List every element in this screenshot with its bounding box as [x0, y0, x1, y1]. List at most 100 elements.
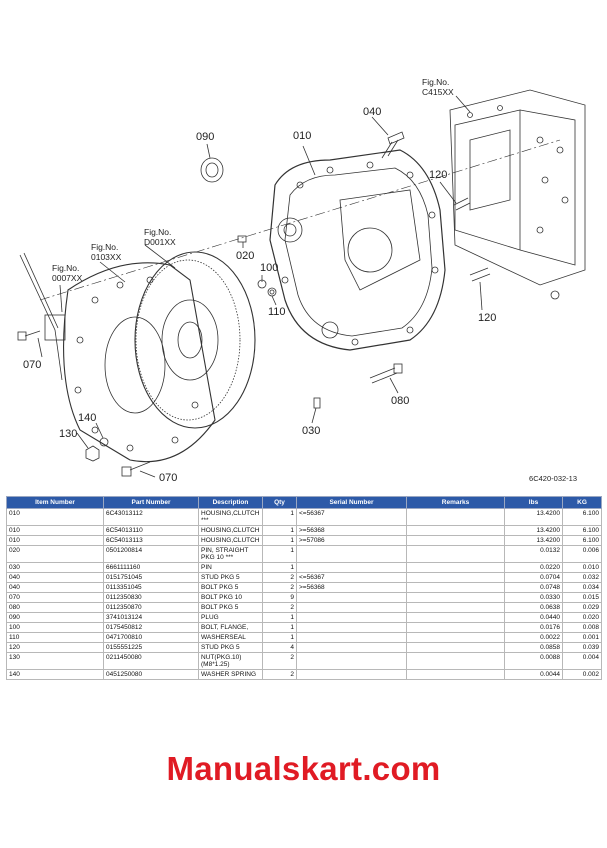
callout-120-upper: 120: [429, 169, 448, 181]
cell-remarks: [406, 545, 505, 563]
drawing-code: 6C420-032-13: [529, 474, 577, 483]
cell-qty: 2: [262, 602, 297, 613]
cell-kg: 0.004: [562, 652, 602, 670]
cell-item-number: 010: [6, 535, 104, 546]
cell-kg: 0.010: [562, 562, 602, 573]
figref-0103: Fig.No. 0103XX: [91, 242, 121, 262]
callout-070-left: 070: [23, 359, 42, 371]
cell-part-number: 0112350870: [103, 602, 199, 613]
figref-c415-code: C415XX: [422, 87, 454, 97]
cell-item-number: 120: [6, 642, 104, 653]
cell-remarks: [406, 592, 505, 603]
cell-remarks: [406, 572, 505, 583]
cell-lbs: 0.0132: [504, 545, 563, 563]
callout-130: 130: [59, 428, 78, 440]
cell-description: WASHER SPRING: [198, 669, 263, 680]
cell-lbs: 0.0220: [504, 562, 563, 573]
callout-020: 020: [236, 250, 255, 262]
callout-120-lower: 120: [478, 312, 497, 324]
cell-serial-number: [296, 622, 407, 633]
cell-part-number: 6C43013112: [103, 508, 199, 526]
cell-lbs: 0.0022: [504, 632, 563, 643]
cell-item-number: 070: [6, 592, 104, 603]
cell-description: BOLT, FLANGE,: [198, 622, 263, 633]
cell-kg: 0.002: [562, 669, 602, 680]
cell-qty: 1: [262, 632, 297, 643]
cell-serial-number: >=57086: [296, 535, 407, 546]
cell-item-number: 110: [6, 632, 104, 643]
figref-0007: Fig.No. 0007XX: [52, 263, 82, 283]
cell-kg: 0.020: [562, 612, 602, 623]
cell-part-number: 0113351045: [103, 582, 199, 593]
callout-030: 030: [302, 425, 321, 437]
cell-qty: 2: [262, 652, 297, 670]
figref-d001: Fig.No. D001XX: [144, 227, 176, 247]
cell-serial-number: <=56367: [296, 508, 407, 526]
cell-remarks: [406, 508, 505, 526]
cell-qty: 1: [262, 612, 297, 623]
cell-serial-number: [296, 562, 407, 573]
cell-remarks: [406, 622, 505, 633]
cell-qty: 1: [262, 525, 297, 536]
cell-serial-number: [296, 602, 407, 613]
diagram-drawing: [17, 89, 586, 478]
cell-item-number: 090: [6, 612, 104, 623]
cell-serial-number: >=56368: [296, 582, 407, 593]
cell-remarks: [406, 652, 505, 670]
callout-080: 080: [391, 395, 410, 407]
cell-description: PIN, STRAIGHT PKG 10 ***: [198, 545, 263, 563]
figref-0103-code: 0103XX: [91, 252, 122, 262]
table-header-row: Item Number Part Number Description Qty …: [6, 496, 602, 509]
cell-description: HOUSING,CLUTCH: [198, 525, 263, 536]
figref-c415-label: Fig.No.: [422, 77, 450, 87]
cell-part-number: 3741013124: [103, 612, 199, 623]
cell-lbs: 0.0704: [504, 572, 563, 583]
cell-lbs: 0.0088: [504, 652, 563, 670]
figref-d001-code: D001XX: [144, 237, 176, 247]
cell-serial-number: [296, 669, 407, 680]
callout-090: 090: [196, 131, 215, 143]
cell-kg: 0.015: [562, 592, 602, 603]
parts-table: Item Number Part Number Description Qty …: [6, 496, 602, 680]
cell-lbs: 0.0748: [504, 582, 563, 593]
header-qty: Qty: [262, 496, 297, 509]
cell-description: BOLT PKG 5: [198, 602, 263, 613]
cell-part-number: 0471700810: [103, 632, 199, 643]
cell-description: PLUG: [198, 612, 263, 623]
cell-kg: 6.100: [562, 535, 602, 546]
cell-item-number: 040: [6, 582, 104, 593]
cell-qty: 1: [262, 508, 297, 526]
cell-item-number: 010: [6, 508, 104, 526]
figref-d001-label: Fig.No.: [144, 227, 172, 237]
cell-serial-number: [296, 652, 407, 670]
cell-serial-number: >=56368: [296, 525, 407, 536]
header-remarks: Remarks: [406, 496, 505, 509]
cell-kg: 0.001: [562, 632, 602, 643]
figref-0007-label: Fig.No.: [52, 263, 80, 273]
cell-kg: 0.008: [562, 622, 602, 633]
cell-lbs: 13.4200: [504, 535, 563, 546]
cell-lbs: 13.4200: [504, 508, 563, 526]
cell-description: STUD PKG 5: [198, 642, 263, 653]
cell-description: STUD PKG 5: [198, 572, 263, 583]
callout-110: 110: [268, 306, 286, 318]
cell-item-number: 130: [6, 652, 104, 670]
cell-kg: 0.034: [562, 582, 602, 593]
cell-qty: 2: [262, 582, 297, 593]
cell-qty: 1: [262, 622, 297, 633]
figref-0007-code: 0007XX: [52, 273, 83, 283]
cell-description: BOLT PKG 10: [198, 592, 263, 603]
callout-140: 140: [78, 412, 97, 424]
cell-item-number: 040: [6, 572, 104, 583]
cell-item-number: 010: [6, 525, 104, 536]
figref-c415: Fig.No. C415XX: [422, 77, 454, 97]
